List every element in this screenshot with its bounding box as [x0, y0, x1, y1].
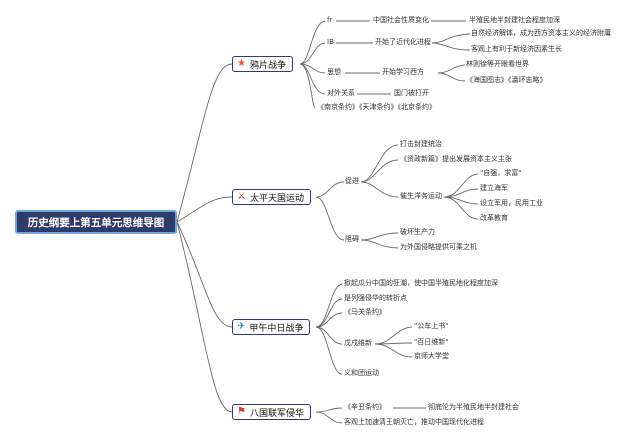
opium-node-4b: 《南京条约》《天津条约》《北京条约》	[317, 103, 436, 111]
connector-sino-5	[315, 326, 343, 375]
branch-label: 太平天国运动	[249, 193, 304, 204]
crossed-swords-icon: ⚔	[237, 191, 246, 202]
connector-taiping-1c4	[443, 196, 479, 220]
opium-node-3a: 开始学习西方	[382, 68, 424, 76]
sino-node-3: 《马关条约》	[344, 308, 386, 316]
opium-node-2b: 自然经济解体，成为西方资本主义的经济附庸	[471, 29, 611, 37]
taiping-node-1a: 打击封建统治	[400, 140, 442, 148]
connector-root-opium	[176, 63, 233, 223]
connector-root-sino	[176, 221, 233, 328]
sino-node-2: 是列强侵华的转折点	[344, 294, 407, 302]
opium-node-3b: 林则徐等开眼看世界	[466, 60, 529, 68]
opium-node-2c: 客观上有利于新经济因素生长	[471, 45, 562, 53]
opium-node-1b: 半殖民地半封建社会程度加深	[469, 16, 560, 24]
opium-node-2: IB	[327, 38, 334, 46]
branch-taiping: ⚔ 太平天国运动	[232, 189, 311, 205]
taiping-node-1c1: "自强，求富"	[480, 169, 522, 177]
connector-eight-2	[315, 411, 343, 424]
connector-opium-1	[299, 20, 326, 65]
branch-sino-japanese-war: ✈ 甲午中日战争	[232, 319, 311, 335]
connector-taiping-1c	[360, 181, 399, 198]
connector-opium-2	[299, 42, 326, 65]
opium-node-2a: 开始了近代化进程	[375, 38, 431, 46]
taiping-node-1c2: 建立海军	[480, 184, 508, 192]
connector-taiping-1b	[360, 159, 399, 183]
taiping-node-1: 促进	[345, 177, 359, 185]
sino-node-4: 戊戌维新	[344, 339, 372, 347]
taiping-node-2: 阻碍	[345, 235, 359, 243]
connector-sino-2	[315, 298, 343, 328]
connector-taiping-1a	[360, 144, 399, 183]
branch-label: 八国联军侵华	[249, 408, 304, 419]
connector-taiping-1	[315, 181, 345, 198]
connector-opium-3	[299, 63, 326, 74]
opium-node-1: fr	[327, 16, 333, 24]
connector-eight-1	[315, 407, 343, 413]
taiping-node-2b: 为外国侵略提供可乘之机	[400, 243, 477, 251]
flag-icon: ⚑	[237, 406, 246, 417]
connector-taiping-2	[315, 196, 345, 241]
connector-opium-3b	[437, 64, 466, 74]
taiping-node-1c: 催生洋务运动	[400, 192, 442, 200]
connector-opium-5	[299, 63, 316, 109]
sino-node-5: 义和团运动	[344, 369, 379, 377]
opium-node-1a: 中国社会性质变化	[373, 16, 429, 24]
connector-taiping-2a	[360, 232, 399, 241]
connector-sino-4c	[374, 343, 413, 358]
connector-taiping-2b	[360, 239, 399, 249]
connector-root-taiping	[176, 196, 233, 223]
eight-node-1a: 彻底沦为半殖民地半封建社会	[428, 403, 519, 411]
eight-node-1: 《辛丑条约》	[344, 403, 386, 411]
connector-root-eight	[176, 221, 233, 413]
sino-node-4c: 京师大学堂	[414, 352, 449, 360]
opium-node-4a: 国门被打开	[394, 89, 429, 97]
opium-node-4: 对外关系	[327, 89, 355, 97]
eight-node-2: 客观上加速清王朝灭亡，推动中国现代化进程	[344, 418, 484, 426]
connector-sino-4	[315, 326, 343, 345]
connector-opium-2c	[431, 42, 471, 51]
branch-label: 甲午中日战争	[249, 323, 304, 334]
root-topic: 历史纲要上第五单元思维导图	[15, 210, 177, 234]
sino-node-4b: "百日维新"	[414, 338, 449, 346]
taiping-node-2a: 破坏生产力	[400, 228, 435, 236]
taiping-node-1c4: 改革教育	[480, 214, 508, 222]
connector-sino-4a	[374, 326, 413, 345]
taiping-node-1c3: 设立军用，民用工业	[480, 199, 543, 207]
connector-sino-1	[315, 283, 343, 328]
opium-node-3: 思想	[327, 68, 341, 76]
connector-opium-2b	[431, 33, 471, 44]
opium-node-3c: 《海国图志》《瀛环志略》	[466, 76, 547, 84]
branch-opium-war: ★ 鸦片战争	[232, 56, 293, 72]
paper-plane-icon: ✈	[237, 321, 246, 332]
root-topic-label: 历史纲要上第五单元思维导图	[27, 216, 165, 229]
sino-node-4a: "公车上书"	[414, 322, 449, 330]
connector-opium-3c	[437, 72, 466, 82]
branch-label: 鸦片战争	[249, 60, 286, 71]
star-icon: ★	[237, 58, 246, 69]
sino-node-1: 掀起瓜分中国的狂潮，使中国半殖民地化程度加深	[344, 279, 498, 287]
taiping-node-1b: 《资政新篇》提出发展资本主义主张	[400, 155, 512, 163]
connector-sino-3	[315, 312, 343, 328]
branch-eight-nation-alliance: ⚑ 八国联军侵华	[232, 404, 311, 420]
